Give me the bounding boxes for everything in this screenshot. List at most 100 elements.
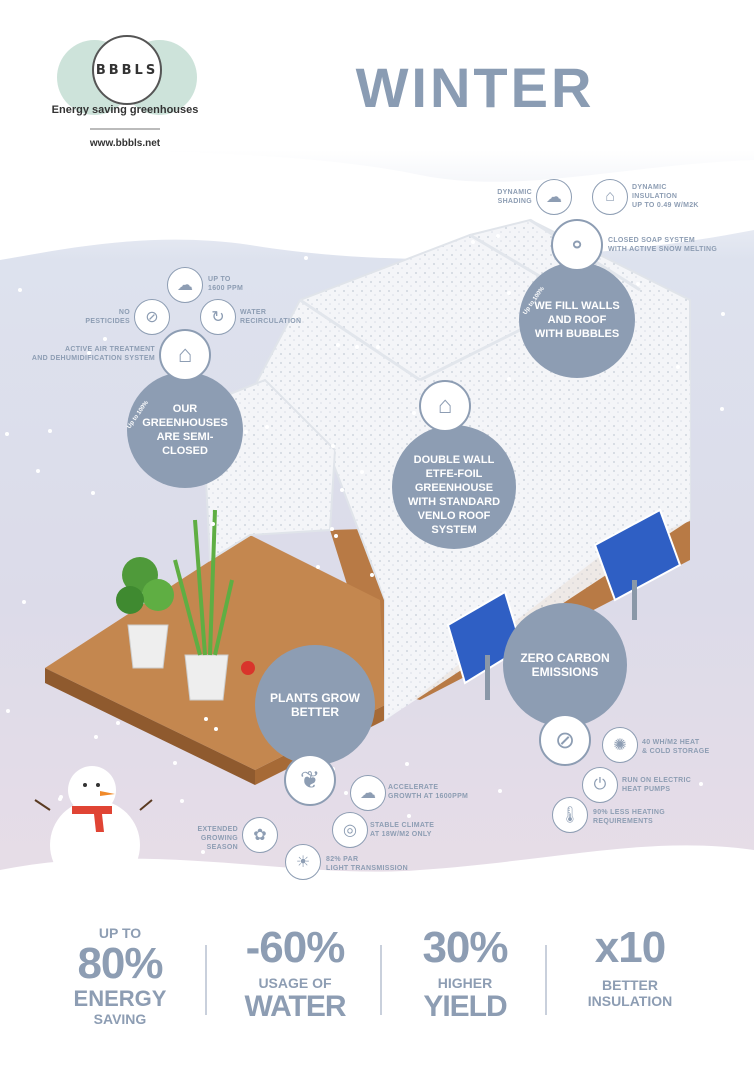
snowflake (102, 336, 107, 341)
snowflake (404, 761, 409, 766)
greenhouse-plant-icon: ⌂ (159, 329, 211, 381)
snowflake (495, 233, 500, 238)
snowflake (173, 761, 178, 766)
snowflake (316, 565, 321, 570)
shading-icon: ☁ (536, 179, 572, 215)
website-link[interactable]: www.bbbls.net (89, 138, 161, 149)
snowflake (720, 407, 725, 412)
snowflake (61, 194, 66, 199)
logo-name: BBBLS (95, 62, 159, 78)
snowflake (35, 468, 40, 473)
snowman (34, 766, 153, 890)
page-title: WINTER (355, 56, 595, 119)
shading-label: Dynamic shading (497, 189, 532, 205)
stat-top: UP TO (98, 925, 142, 941)
snowflake (330, 527, 335, 532)
logo: BBBLS (92, 35, 162, 105)
snowflake (506, 290, 511, 295)
snowflake (497, 788, 502, 793)
snowflake (418, 196, 423, 201)
stat-value: x10 (594, 923, 666, 972)
pesticides-label: No pesticides (85, 309, 130, 325)
stat-mid: USAGE OF (258, 975, 332, 991)
snowflake (67, 873, 72, 878)
snowflake (60, 828, 65, 833)
snowflake (344, 790, 349, 795)
snowflake (127, 206, 132, 211)
snowflake (91, 490, 96, 495)
snowflake (708, 858, 713, 863)
heat-pumps-label: Run on electric heat pumps (622, 777, 692, 793)
logo-divider (90, 128, 160, 130)
par-label: 82% PAR light transmission (326, 856, 409, 872)
snowflake (375, 344, 380, 349)
snowflake (360, 470, 365, 475)
plug-icon: ⏻ (582, 767, 618, 803)
air-treatment-label: Active air treatment and dehumidificatio… (31, 346, 155, 362)
stat-value: 80% (77, 939, 163, 988)
water-label: Water recirculation (240, 309, 302, 325)
logo-tagline: Energy saving greenhouses (51, 104, 199, 116)
stat-yield: 30% HIGHER YIELD (400, 925, 530, 1023)
snowflake (647, 857, 652, 862)
snowflake (339, 487, 344, 492)
stat-value: -60% (245, 923, 346, 972)
stat-water: -60% USAGE OF WATER (225, 925, 365, 1023)
insulation-label: Dynamic insulation up to 0.49 W/m2K (632, 184, 699, 209)
divider (545, 945, 547, 1015)
sprout-icon: ❦ (284, 754, 336, 806)
snowflake (334, 534, 339, 539)
snowflake (6, 709, 11, 714)
plants-circle: Plants grow better (255, 645, 375, 765)
stat-value: 30% (422, 923, 508, 972)
snowflake (244, 430, 249, 435)
heating-label: 90% less heating requirements (593, 809, 665, 825)
accelerate-label: Accelerate growth at 1600ppm (388, 784, 469, 800)
snowflake (128, 869, 133, 874)
snowflake (635, 281, 640, 286)
stat-energy: UP TO 80% ENERGY SAVING (60, 925, 180, 1027)
snowflake (214, 726, 219, 731)
stat-bottom: WATER (244, 990, 346, 1023)
snowflake (210, 521, 215, 526)
red-flower (241, 661, 255, 675)
snowflake (18, 288, 23, 293)
soap-system-label: Closed soap system with active snow melt… (608, 237, 718, 253)
bubbles-icon: ⚬ (551, 219, 603, 271)
plant-pot-1 (116, 557, 174, 669)
greenhouse-icon: ⌂ (419, 380, 471, 432)
snowflake (369, 572, 374, 577)
snowflake (62, 227, 67, 232)
plant-pot-2 (173, 509, 234, 701)
insulation-icon: ⌂ (592, 179, 628, 215)
no-bug-icon: ⊘ (134, 299, 170, 335)
snowflake (124, 180, 129, 185)
snowflake (675, 365, 680, 370)
snowflake (58, 796, 63, 801)
solar-panel-2 (593, 508, 682, 602)
stat-bottom: SAVING (93, 1011, 147, 1027)
snowflake (331, 444, 336, 449)
snowflake (87, 350, 92, 355)
stat-bottom: YIELD (423, 990, 507, 1023)
snowflake (201, 849, 206, 854)
climate-icon: ◎ (332, 812, 368, 848)
snowflake (372, 216, 377, 221)
stat-insulation: x10 BETTER INSULATION (565, 923, 695, 1010)
snowflake (179, 798, 184, 803)
snowflake (5, 431, 10, 436)
thermometer-icon: 🌡 (552, 797, 588, 833)
divider (205, 945, 207, 1015)
snowflake (203, 716, 208, 721)
divider (380, 945, 382, 1015)
co2-accelerate-icon: ☁ (350, 775, 386, 811)
no-fossil-fuel-icon: ⊘ (539, 714, 591, 766)
snowflake (48, 428, 53, 433)
sun-icon: ☀ (285, 844, 321, 880)
snow-wave-bottom (0, 845, 754, 1068)
snowflake (506, 376, 511, 381)
stat-bottom: INSULATION (587, 993, 673, 1009)
snowflake (354, 345, 359, 350)
